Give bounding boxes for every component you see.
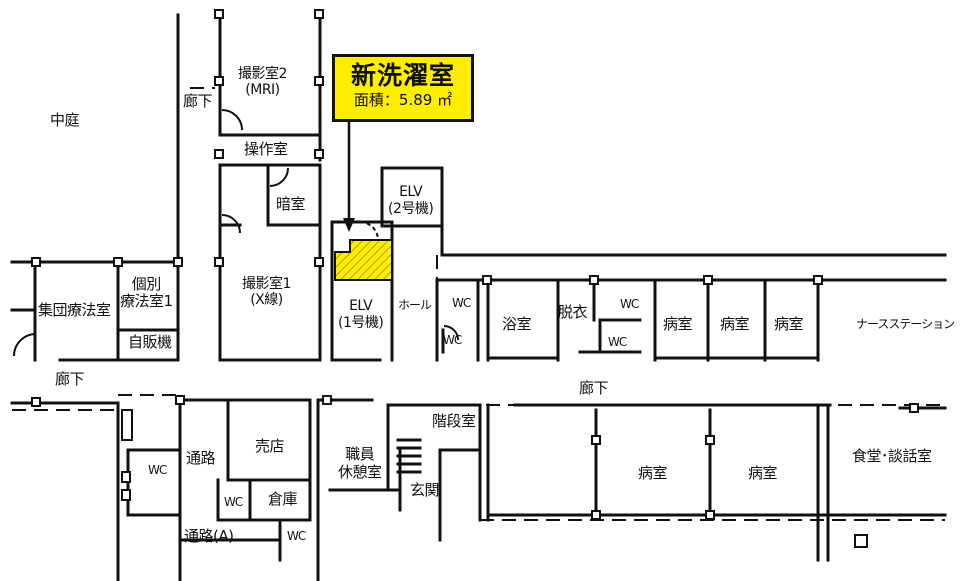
room-ward-1: 病室 xyxy=(663,315,693,333)
callout-area: 面積：5.89 ㎡ xyxy=(353,91,453,109)
room-corridor-mid: 廊下 xyxy=(579,379,609,397)
callout-title: 新洗濯室 xyxy=(350,61,455,90)
room-vending: 自販機 xyxy=(128,333,172,351)
room-mri: 撮影室2 (MRI) xyxy=(238,66,287,98)
room-wc-e: WC xyxy=(148,463,167,477)
room-elv1: ELV (1号機) xyxy=(338,298,384,331)
new-laundry-callout: 新洗濯室 面積：5.89 ㎡ xyxy=(332,54,474,122)
room-staff-lounge: 職員 休憩室 xyxy=(338,445,382,481)
room-darkroom: 暗室 xyxy=(276,195,306,213)
room-wc-c: WC xyxy=(620,297,639,311)
room-hall: ホール xyxy=(398,298,432,312)
room-wc-d: WC xyxy=(608,335,627,349)
room-passage-a: 通路(A) xyxy=(184,527,234,545)
room-ward-4: 病室 xyxy=(638,464,668,482)
room-wc-a: WC xyxy=(452,296,471,310)
new-laundry-room xyxy=(334,239,393,281)
room-wc-f: WC xyxy=(224,495,243,509)
room-corridor-top: 廊下 xyxy=(183,92,213,110)
room-wc-g: WC xyxy=(287,529,306,543)
room-stairs: 階段室 xyxy=(432,412,476,430)
room-courtyard: 中庭 xyxy=(50,111,80,129)
room-individual-therapy: 個別 療法室1 xyxy=(120,275,173,310)
room-dining: 食堂･談話室 xyxy=(852,447,932,465)
room-ward-5: 病室 xyxy=(748,464,778,482)
room-entrance: 玄関 xyxy=(410,481,440,499)
room-xray: 撮影室1 (X線) xyxy=(242,276,291,308)
room-elv2: ELV (2号機) xyxy=(388,184,434,217)
room-nurse-station: ナースステーション xyxy=(856,317,955,331)
room-corridor-left: 廊下 xyxy=(55,370,85,388)
room-bath: 浴室 xyxy=(502,315,532,333)
room-ward-3: 病室 xyxy=(774,315,804,333)
room-shop: 売店 xyxy=(255,437,285,455)
room-control: 操作室 xyxy=(244,140,288,158)
room-ward-2: 病室 xyxy=(720,315,750,333)
room-wc-b: WC xyxy=(443,333,462,347)
room-storage: 倉庫 xyxy=(268,490,298,508)
room-passage: 通路 xyxy=(186,449,216,467)
room-group-therapy: 集団療法室 xyxy=(38,301,111,319)
room-changing: 脱衣 xyxy=(558,303,588,321)
